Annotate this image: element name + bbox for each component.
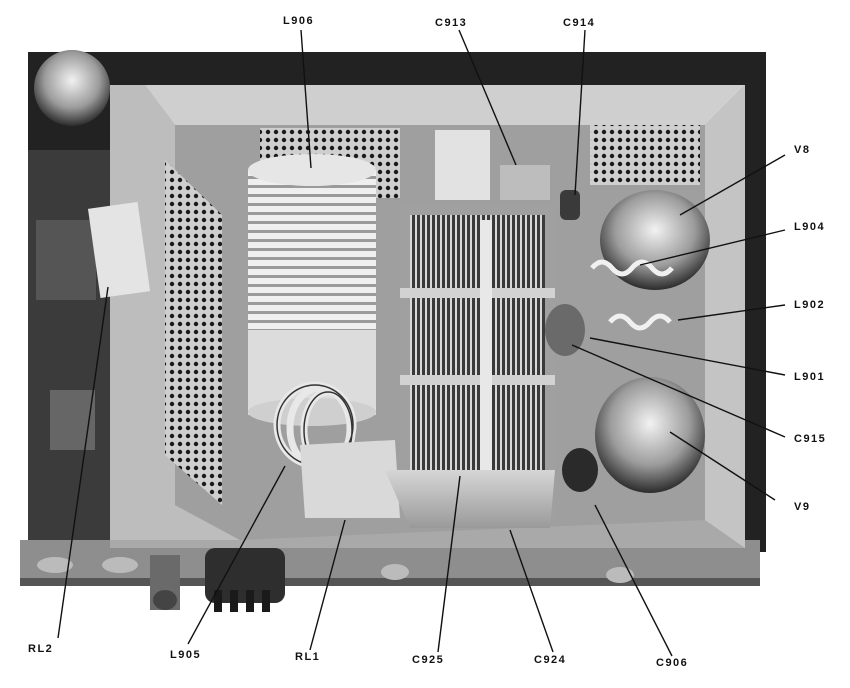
label-l901: L901 [794, 371, 825, 383]
label-rl1: RL1 [295, 651, 320, 663]
perforated-side-panel [165, 160, 222, 505]
relay-rl1 [300, 440, 400, 518]
label-c915: C915 [794, 433, 826, 445]
bracket-c924 [385, 470, 555, 528]
label-rl2: RL2 [28, 643, 53, 655]
label-l905: L905 [170, 649, 201, 661]
tube-v8 [600, 190, 710, 290]
label-c924: C924 [534, 654, 566, 666]
background-tube [34, 50, 110, 126]
variable-capacitor-c925 [400, 205, 555, 520]
label-c906: C906 [656, 657, 688, 669]
label-c925: C925 [412, 654, 444, 666]
leader-lines [57, 29, 786, 657]
label-l904: L904 [794, 221, 825, 233]
trimmer-c913 [435, 130, 490, 200]
perforated-back-panel-right [590, 125, 700, 185]
capacitor-c906 [562, 448, 598, 492]
coil-l906 [248, 154, 376, 426]
label-v9: V9 [794, 501, 810, 513]
capacitor-c914 [560, 190, 580, 220]
label-l906: L906 [283, 15, 314, 27]
label-c914: C914 [563, 17, 595, 29]
tube-v9 [595, 377, 705, 493]
photo-region [20, 50, 766, 612]
label-l902: L902 [794, 299, 825, 311]
label-v8: V8 [794, 144, 810, 156]
label-c913: C913 [435, 17, 467, 29]
octal-socket [205, 548, 285, 603]
callout-labels: L906 C913 C914 V8 L904 L902 L901 C915 V9… [28, 15, 826, 669]
